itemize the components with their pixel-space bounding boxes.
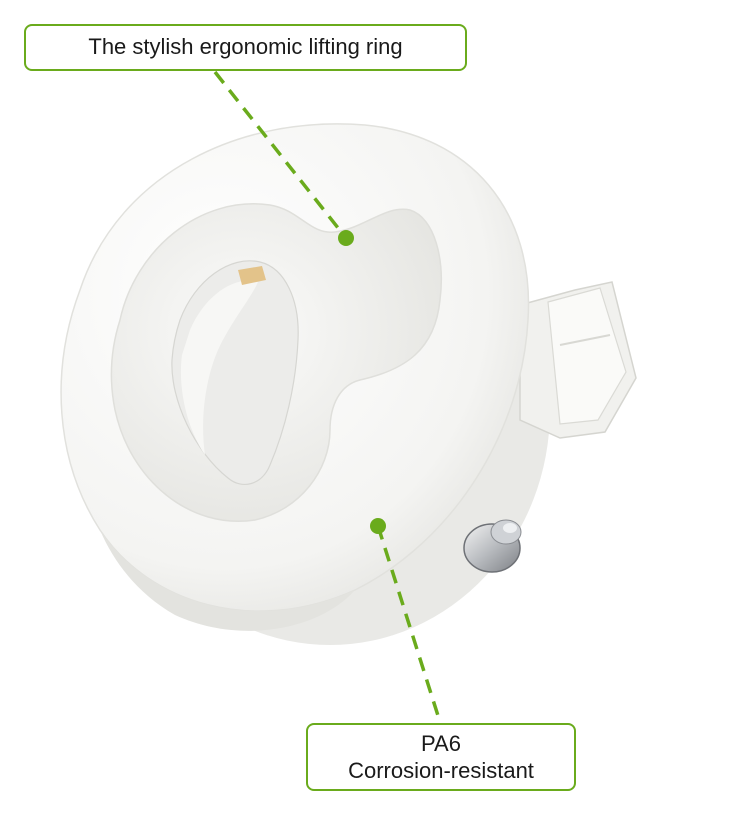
finger-hole-highlight bbox=[180, 280, 258, 455]
brass-detail bbox=[238, 266, 266, 285]
callout-lifting-ring: The stylish ergonomic lifting ring bbox=[24, 24, 467, 71]
leader-dot-top bbox=[338, 230, 354, 246]
callout-material-line1: PA6 bbox=[421, 731, 461, 756]
leader-dot-bottom bbox=[370, 518, 386, 534]
callout-lifting-ring-text: The stylish ergonomic lifting ring bbox=[88, 34, 403, 59]
latch-tongue bbox=[519, 281, 637, 439]
screw bbox=[463, 519, 522, 573]
callout-material-line2: Corrosion-resistant bbox=[348, 758, 534, 783]
flange-shadow bbox=[100, 530, 355, 631]
callout-material: PA6 Corrosion-resistant bbox=[306, 723, 576, 791]
leader-line-top bbox=[213, 70, 348, 240]
leader-line-bottom bbox=[376, 525, 442, 723]
